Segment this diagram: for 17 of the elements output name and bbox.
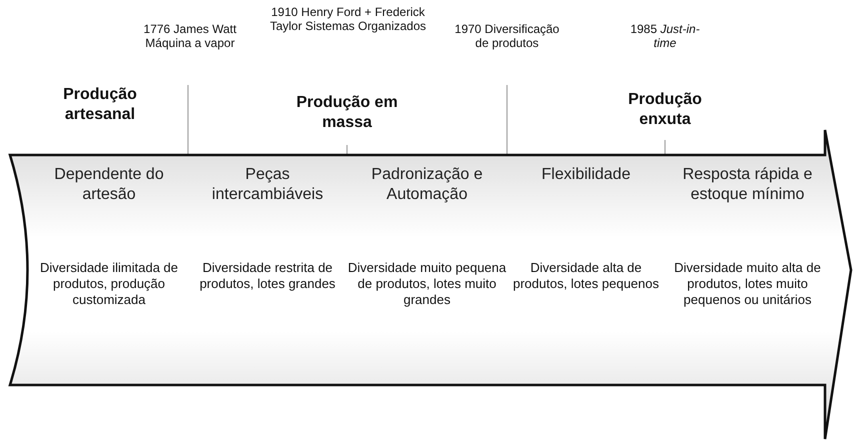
timeline-note: 1970 Diversificação de produtos — [454, 22, 560, 50]
stage-heading: Peças intercambiáveis — [210, 165, 324, 205]
stage-description: Diversidade ilimitada de produtos, produção customizada — [38, 260, 179, 308]
phase-heading: Produção em massa — [295, 93, 399, 133]
stage-description: Diversidade muito alta de produtos, lotes muito pequenos ou unitários — [673, 260, 822, 308]
timeline-note: 1910 Henry Ford + Frederick Taylor Sistemas Organizados — [268, 5, 428, 33]
stage-heading: Resposta rápida e estoque mínimo — [682, 165, 814, 205]
stage-description: Diversidade alta de produtos, lotes pequenos — [512, 260, 660, 292]
phase-heading: Produção enxuta — [627, 90, 703, 130]
timeline-note: 1985 Just-in-time — [629, 22, 701, 50]
stage-heading: Flexibilidade — [540, 165, 632, 185]
stage-description: Diversidade restrita de produtos, lotes grandes — [198, 260, 336, 292]
stage-description: Diversidade muito pequena de produtos, lotes muito grandes — [347, 260, 507, 308]
timeline-note: 1776 James Watt Máquina a vapor — [142, 22, 238, 50]
stage-heading: Padronização e Automação — [370, 165, 484, 205]
phase-heading: Produção artesanal — [62, 85, 138, 125]
stage-heading: Dependente do artesão — [53, 165, 165, 205]
